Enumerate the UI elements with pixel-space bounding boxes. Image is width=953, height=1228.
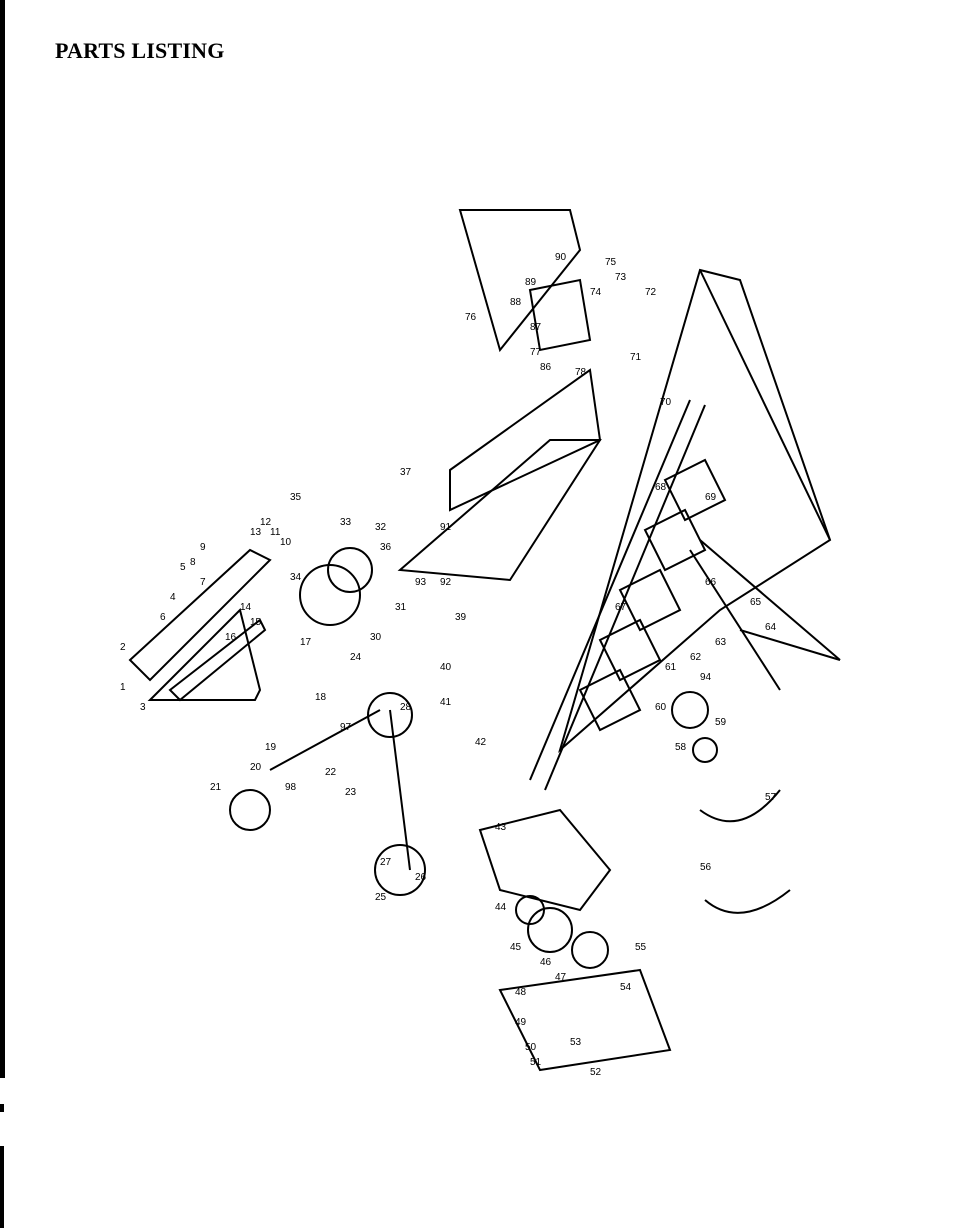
callout-10: 10 bbox=[280, 537, 292, 548]
callout-33: 33 bbox=[340, 517, 352, 528]
callout-91: 91 bbox=[440, 522, 452, 533]
callout-35: 35 bbox=[290, 492, 302, 503]
callout-73: 73 bbox=[615, 272, 627, 283]
callout-3: 3 bbox=[140, 702, 146, 713]
callout-28: 28 bbox=[400, 702, 412, 713]
callout-55: 55 bbox=[635, 942, 647, 953]
callout-67: 67 bbox=[615, 602, 627, 613]
callout-32: 32 bbox=[375, 522, 387, 533]
callout-88: 88 bbox=[510, 297, 522, 308]
callout-78: 78 bbox=[575, 367, 587, 378]
callout-64: 64 bbox=[765, 622, 777, 633]
callout-76: 76 bbox=[465, 312, 477, 323]
callout-62: 62 bbox=[690, 652, 702, 663]
callout-40: 40 bbox=[440, 662, 452, 673]
binding-edge-bar-lower bbox=[0, 1146, 4, 1228]
callout-5: 5 bbox=[180, 562, 186, 573]
callout-18: 18 bbox=[315, 692, 327, 703]
exploded-parts-diagram: 1 2 3 4 5 6 7 8 9 10 11 12 13 14 15 16 1… bbox=[100, 190, 840, 1090]
callout-86: 86 bbox=[540, 362, 552, 373]
callout-19: 19 bbox=[265, 742, 277, 753]
callout-14: 14 bbox=[240, 602, 252, 613]
callout-4: 4 bbox=[170, 592, 176, 603]
callout-2: 2 bbox=[120, 642, 126, 653]
callout-74: 74 bbox=[590, 287, 602, 298]
callout-43: 43 bbox=[495, 822, 507, 833]
callout-7: 7 bbox=[200, 577, 206, 588]
callout-58: 58 bbox=[675, 742, 687, 753]
callout-36: 36 bbox=[380, 542, 392, 553]
callout-45: 45 bbox=[510, 942, 522, 953]
callout-61: 61 bbox=[665, 662, 677, 673]
callout-97: 97 bbox=[340, 722, 352, 733]
callout-50: 50 bbox=[525, 1042, 537, 1053]
callout-59: 59 bbox=[715, 717, 727, 728]
callout-70: 70 bbox=[660, 397, 672, 408]
callout-15: 15 bbox=[250, 617, 262, 628]
callout-56: 56 bbox=[700, 862, 712, 873]
callout-34: 34 bbox=[290, 572, 302, 583]
callout-13: 13 bbox=[250, 527, 262, 538]
callout-52: 52 bbox=[590, 1067, 602, 1078]
callout-30: 30 bbox=[370, 632, 382, 643]
callout-46: 46 bbox=[540, 957, 552, 968]
callout-37: 37 bbox=[400, 467, 412, 478]
callout-25: 25 bbox=[375, 892, 387, 903]
callout-98: 98 bbox=[285, 782, 297, 793]
callout-48: 48 bbox=[515, 987, 527, 998]
callout-20: 20 bbox=[250, 762, 262, 773]
binding-edge-mark bbox=[0, 1104, 4, 1112]
callout-89: 89 bbox=[525, 277, 537, 288]
callout-31: 31 bbox=[395, 602, 407, 613]
callout-51: 51 bbox=[530, 1057, 542, 1068]
callout-69: 69 bbox=[705, 492, 717, 503]
callout-75: 75 bbox=[605, 257, 617, 268]
binding-edge-bar bbox=[0, 0, 5, 1078]
callout-53: 53 bbox=[570, 1037, 582, 1048]
callout-65: 65 bbox=[750, 597, 762, 608]
callout-60: 60 bbox=[655, 702, 667, 713]
callout-63: 63 bbox=[715, 637, 727, 648]
callout-71: 71 bbox=[630, 352, 642, 363]
callout-23: 23 bbox=[345, 787, 357, 798]
callout-47: 47 bbox=[555, 972, 567, 983]
callout-94: 94 bbox=[700, 672, 712, 683]
callout-11: 11 bbox=[270, 527, 281, 538]
callout-54: 54 bbox=[620, 982, 632, 993]
callout-6: 6 bbox=[160, 612, 166, 623]
callout-16: 16 bbox=[225, 632, 237, 643]
callout-22: 22 bbox=[325, 767, 337, 778]
callout-72: 72 bbox=[645, 287, 657, 298]
page-title: PARTS LISTING bbox=[55, 38, 225, 64]
diagram-callout-labels: 1 2 3 4 5 6 7 8 9 10 11 12 13 14 15 16 1… bbox=[120, 252, 777, 1078]
callout-8: 8 bbox=[190, 557, 196, 568]
callout-87: 87 bbox=[530, 322, 542, 333]
parts-diagram-svg: 1 2 3 4 5 6 7 8 9 10 11 12 13 14 15 16 1… bbox=[100, 190, 840, 1090]
callout-77: 77 bbox=[530, 347, 542, 358]
callout-68: 68 bbox=[655, 482, 667, 493]
callout-39: 39 bbox=[455, 612, 467, 623]
callout-57: 57 bbox=[765, 792, 777, 803]
callout-93: 93 bbox=[415, 577, 427, 588]
callout-26: 26 bbox=[415, 872, 427, 883]
callout-1: 1 bbox=[120, 682, 126, 693]
callout-9: 9 bbox=[200, 542, 206, 553]
callout-17: 17 bbox=[300, 637, 312, 648]
callout-21: 21 bbox=[210, 782, 222, 793]
callout-49: 49 bbox=[515, 1017, 527, 1028]
diagram-linework bbox=[130, 210, 840, 1070]
callout-44: 44 bbox=[495, 902, 507, 913]
callout-24: 24 bbox=[350, 652, 362, 663]
callout-42: 42 bbox=[475, 737, 487, 748]
callout-66: 66 bbox=[705, 577, 717, 588]
callout-27: 27 bbox=[380, 857, 392, 868]
callout-41: 41 bbox=[440, 697, 452, 708]
callout-92: 92 bbox=[440, 577, 452, 588]
callout-90: 90 bbox=[555, 252, 567, 263]
callout-12: 12 bbox=[260, 517, 272, 528]
